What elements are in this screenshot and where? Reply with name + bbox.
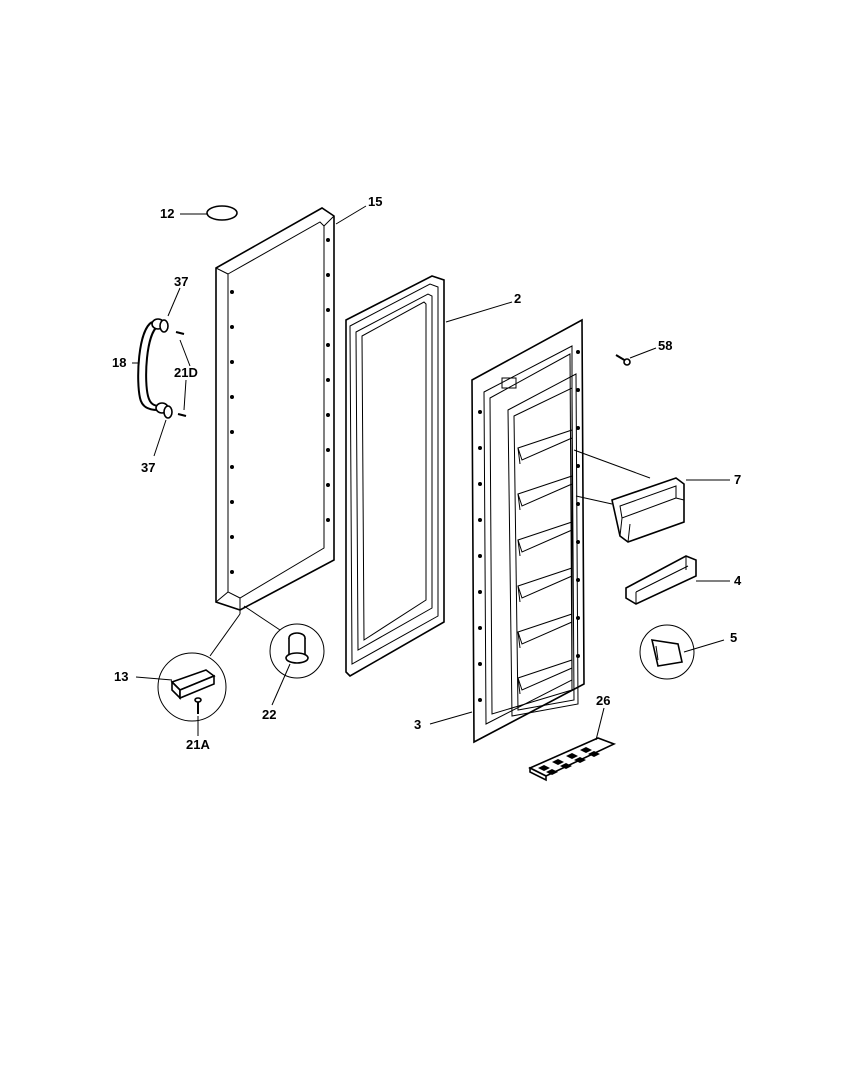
- frame-screw-hole: [326, 448, 330, 452]
- label-part-37-top: 37: [174, 274, 188, 289]
- frame-screw-hole: [230, 500, 234, 504]
- part-21A-hinge-screw: [194, 697, 202, 714]
- door-shelf-edge: [517, 677, 521, 695]
- part-5-bin-clip: [639, 624, 695, 680]
- door-shelf-edge: [517, 539, 521, 557]
- door-shelf-edge: [517, 447, 521, 465]
- liner-screw-hole: [478, 698, 482, 702]
- label-part-58: 58: [658, 338, 672, 353]
- door-shelf: [517, 475, 573, 507]
- part-37-handle-cap-bottom: [163, 405, 173, 419]
- part-7-door-bin: [611, 477, 685, 543]
- frame-screw-hole: [326, 273, 330, 277]
- door-shelf-edge: [517, 493, 521, 511]
- frame-screw-hole: [326, 378, 330, 382]
- frame-screw-hole: [230, 465, 234, 469]
- label-part-2: 2: [514, 291, 521, 306]
- liner-screw-hole: [478, 518, 482, 522]
- liner-screw-hole: [576, 540, 580, 544]
- part-13-hinge-bracket: [157, 652, 227, 722]
- label-part-13: 13: [114, 669, 128, 684]
- label-part-21D: 21D: [174, 365, 198, 380]
- label-part-12: 12: [160, 206, 174, 221]
- label-part-22: 22: [262, 707, 276, 722]
- label-part-3: 3: [414, 717, 421, 732]
- liner-screw-hole: [478, 554, 482, 558]
- liner-screw-hole: [478, 446, 482, 450]
- label-part-7: 7: [734, 472, 741, 487]
- door-shelf: [517, 521, 573, 553]
- frame-screw-hole: [326, 343, 330, 347]
- frame-screw-hole: [230, 290, 234, 294]
- frame-screw-hole: [326, 413, 330, 417]
- frame-screw-hole: [326, 308, 330, 312]
- leader-lines: [132, 205, 730, 741]
- label-part-5: 5: [730, 630, 737, 645]
- label-part-26: 26: [596, 693, 610, 708]
- liner-screw-hole: [478, 410, 482, 414]
- frame-screw-hole: [230, 325, 234, 329]
- part-15-door-frame: [215, 207, 335, 611]
- label-part-18: 18: [112, 355, 126, 370]
- label-part-37-bottom: 37: [141, 460, 155, 475]
- frame-screw-hole: [230, 395, 234, 399]
- liner-screw-hole: [478, 590, 482, 594]
- frame-screw-hole: [326, 483, 330, 487]
- liner-screw-hole: [576, 464, 580, 468]
- door-shelf: [517, 659, 573, 691]
- frame-screw-hole: [230, 535, 234, 539]
- liner-screw-hole: [576, 654, 580, 658]
- part-18-door-handle: [137, 318, 169, 414]
- part-2-door-gasket: [345, 275, 445, 677]
- frame-screw-hole: [230, 430, 234, 434]
- door-shelf: [517, 613, 573, 645]
- part-22-hinge-bushing: [269, 623, 325, 679]
- part-37-handle-cap-top: [159, 319, 169, 333]
- liner-screw-hole: [576, 578, 580, 582]
- door-shelf-edge: [517, 631, 521, 649]
- part-58-screw: [615, 354, 631, 366]
- label-part-15: 15: [368, 194, 382, 209]
- liner-screw-hole: [576, 616, 580, 620]
- label-part-4: 4: [734, 573, 742, 588]
- liner-screw-hole: [478, 482, 482, 486]
- liner-screw-hole: [478, 662, 482, 666]
- label-part-21A: 21A: [186, 737, 210, 752]
- part-12-oval-cap: [206, 205, 238, 221]
- part-21D-screws: [175, 331, 187, 417]
- frame-screw-hole: [326, 238, 330, 242]
- door-shelf-edge: [517, 585, 521, 603]
- frame-screw-hole: [230, 360, 234, 364]
- frame-screw-hole: [230, 570, 234, 574]
- liner-screw-hole: [576, 388, 580, 392]
- liner-screw-hole: [576, 350, 580, 354]
- liner-screw-hole: [576, 426, 580, 430]
- door-shelf: [517, 567, 573, 599]
- liner-screw-hole: [576, 502, 580, 506]
- part-3-door-liner: [471, 318, 585, 744]
- liner-screw-hole: [478, 626, 482, 630]
- frame-screw-hole: [326, 518, 330, 522]
- part-26-grille-panel: [528, 737, 617, 782]
- door-shelf: [517, 429, 573, 461]
- part-4-shelf-rail: [625, 555, 697, 605]
